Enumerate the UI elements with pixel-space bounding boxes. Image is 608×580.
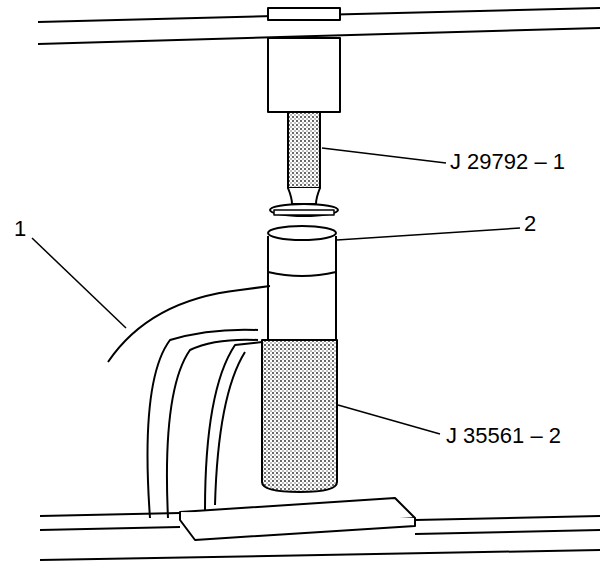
knuckle-arm <box>167 340 258 518</box>
hub-body <box>268 236 336 342</box>
tool-shaft <box>288 112 320 188</box>
press-table <box>415 516 600 520</box>
leader-line <box>337 228 520 240</box>
bushing-top <box>268 226 336 240</box>
tool-flange <box>270 204 338 216</box>
knuckle-arm <box>215 352 245 505</box>
callout-number: 2 <box>524 213 536 235</box>
tool-flange <box>274 210 334 215</box>
tool-neck <box>288 188 320 204</box>
press-hub <box>268 8 340 20</box>
base-block <box>180 512 415 540</box>
press-table <box>415 530 600 534</box>
bushing-edge <box>268 272 336 276</box>
receiver-tool <box>262 340 337 492</box>
leader-line <box>338 405 440 434</box>
press-table <box>40 527 180 530</box>
press-table <box>40 513 180 516</box>
leader-line <box>32 238 126 328</box>
tool-label: J 29792 – 1 <box>450 151 565 173</box>
knuckle-arm <box>148 330 259 518</box>
tool-label: J 35561 – 2 <box>446 425 561 447</box>
press-ram <box>268 38 340 112</box>
leader-line <box>322 148 446 163</box>
knuckle-arm <box>205 342 262 510</box>
callout-number: 1 <box>14 218 26 240</box>
press-table <box>40 550 600 560</box>
press-plate-edge <box>38 8 600 22</box>
